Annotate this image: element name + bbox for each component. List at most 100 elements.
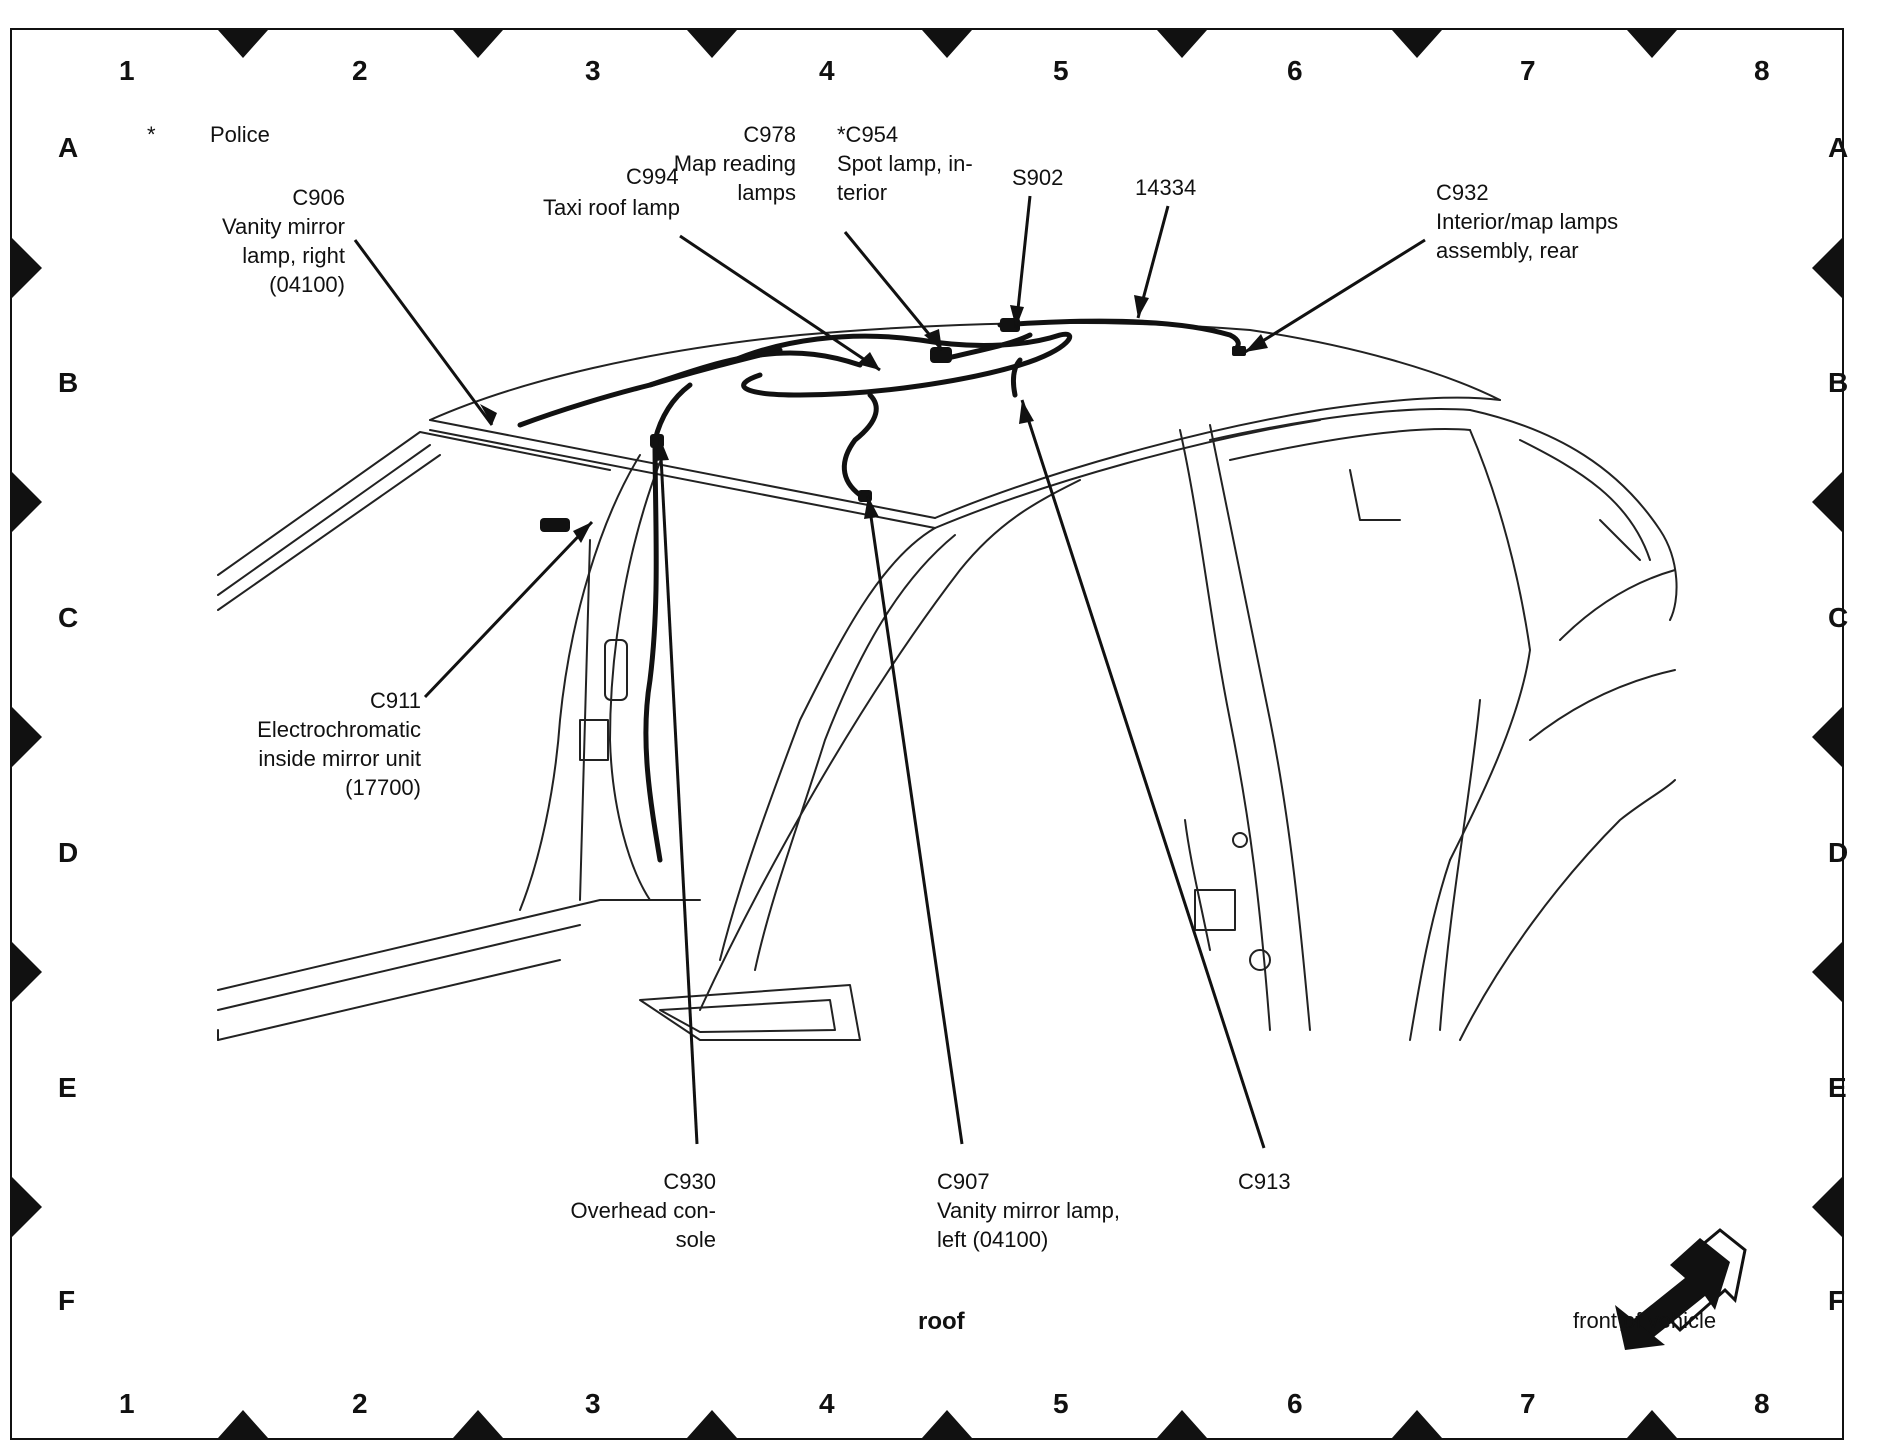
legend-symbol: * [147,122,156,147]
grid-marker-right [1812,472,1842,532]
grid-marker-top [1627,30,1677,58]
grid-row-right: C [1828,602,1849,633]
grid-marker-top [218,30,268,58]
grid-column-bottom: 4 [819,1388,835,1419]
leader-c907 [866,495,964,1145]
grid-column-top: 3 [585,55,601,86]
connector-desc: Map reading [673,151,796,176]
leader-c932 [1244,238,1426,354]
label-c978: C978 Map reading lamps [674,120,796,207]
grid-marker-left [12,472,42,532]
grid-row-right: A [1828,132,1849,163]
grid-column-top: 1 [119,55,135,86]
grid-marker-right [1812,238,1842,298]
grid-row-left: F [58,1285,76,1316]
legend-text: Police [210,122,270,147]
grid-column-top: 8 [1754,55,1770,86]
leader-c906 [353,239,494,426]
grid-marker-right [1812,942,1842,1002]
connector-desc: Spot lamp, in- [837,151,973,176]
label-c906: C906 Vanity mirror lamp, right (04100) [222,183,345,299]
grid-column-top: 7 [1520,55,1536,86]
grid-marker-right [1812,707,1842,767]
grid-column-bottom: 3 [585,1388,601,1419]
connector-desc: Interior/map lamps [1436,209,1619,234]
leader-c994 [679,234,881,372]
grid-row-right: F [1828,1285,1846,1316]
label-14334: 14334 [1135,175,1197,200]
connector-desc: sole [675,1227,716,1252]
label-c913: C913 [1238,1169,1291,1194]
connector-desc: Vanity mirror [221,214,345,239]
connector-desc: Overhead con- [570,1198,716,1223]
label-c930: C930 Overhead con- sole [570,1167,716,1254]
connector-desc: terior [837,180,888,205]
grid-marker-bottom [218,1410,268,1438]
grid-marker-bottom [453,1410,503,1438]
connector-desc: lamp, right [242,243,345,268]
grid-marker-top [922,30,972,58]
connector-code: *C954 [837,122,899,147]
grid-column-bottom: 8 [1754,1388,1770,1419]
vehicle-body [217,321,1678,1041]
connector-desc: (04100) [269,272,345,297]
grid-row-right: B [1828,367,1849,398]
label-c994-desc: Taxi roof lamp [543,195,680,220]
grid-column-bottom: 1 [119,1388,135,1419]
grid-marker-top [687,30,737,58]
diagram-caption: roof [918,1308,965,1335]
label-c932: C932 Interior/map lamps assembly, rear [1436,178,1618,265]
grid-column-top: 4 [819,55,835,86]
grid-marker-bottom [1157,1410,1207,1438]
connector-desc: Vanity mirror lamp, [937,1198,1120,1223]
grid-row-left: D [58,837,79,868]
connector-desc: inside mirror unit [258,746,421,771]
grid-row-left: C [58,602,79,633]
label-s902: S902 [1012,165,1064,190]
leader-c930 [658,437,699,1145]
leader-c911 [423,520,594,699]
front-arrow-icon [1615,1228,1747,1350]
connector-code: C978 [743,122,796,147]
connector-code: C907 [937,1169,990,1194]
grid-marker-bottom [922,1410,972,1438]
grid-row-right: D [1828,837,1849,868]
grid-column-bottom: 2 [352,1388,368,1419]
grid-markers [12,30,1842,1438]
leader-c954 [843,231,944,351]
connector-desc: lamps [737,180,796,205]
leader-s902 [1014,195,1032,329]
connector-desc: Electrochromatic [257,717,421,742]
label-c907: C907 Vanity mirror lamp, left (04100) [937,1167,1120,1254]
grid-column-top: 2 [352,55,368,86]
label-c994-code: C994 [626,164,679,189]
front-of-vehicle-label: front of vehicle [1573,1308,1717,1333]
grid-column-top: 6 [1287,55,1303,86]
diagram-frame [10,28,1844,1440]
connector-desc: assembly, rear [1436,238,1579,263]
leader-lines [353,195,1426,1149]
leader-c913 [1020,399,1266,1149]
label-c911: C911 Electrochromatic inside mirror unit… [257,686,421,802]
label-c954: *C954 Spot lamp, in- terior [837,120,973,207]
grid-column-bottom: 6 [1287,1388,1303,1419]
connector-desc: left (04100) [937,1227,1049,1252]
grid-marker-left [12,238,42,298]
grid-marker-left [12,1177,42,1237]
connector-code: C932 [1436,180,1489,205]
grid-column-bottom: 7 [1520,1388,1536,1419]
grid-marker-left [12,942,42,1002]
grid-row-left: A [58,132,79,163]
grid-row-left: B [58,367,79,398]
connector-code: C911 [370,688,421,713]
grid-column-top: 5 [1053,55,1069,86]
grid-marker-top [453,30,503,58]
grid-marker-top [1392,30,1442,58]
connector-code: C906 [292,185,345,210]
grid-marker-bottom [687,1410,737,1438]
grid-marker-right [1812,1177,1842,1237]
grid-column-bottom: 5 [1053,1388,1069,1419]
connector-code: C930 [663,1169,716,1194]
grid-marker-left [12,707,42,767]
